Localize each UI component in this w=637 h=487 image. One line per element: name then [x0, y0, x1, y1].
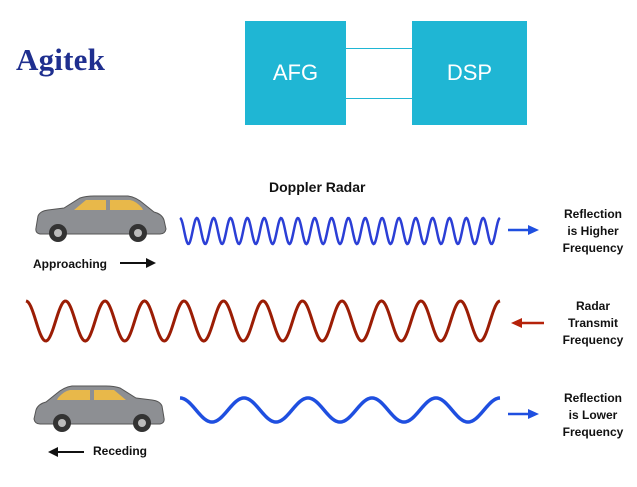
radar-transmit-label: Radar Transmit Frequency: [562, 299, 624, 347]
afg-label: AFG: [272, 60, 319, 85]
transmit-frequency-wave: [25, 299, 501, 343]
transmit-arrow-icon: [511, 318, 544, 328]
approaching-arrow-icon: [120, 258, 156, 268]
connector-line-bottom: [346, 98, 412, 99]
lower-frequency-arrow-icon: [508, 409, 539, 419]
doppler-radar-title: Doppler Radar: [269, 179, 366, 195]
approaching-caption: Approaching: [33, 257, 107, 271]
dsp-block: DSP: [412, 21, 527, 125]
receding-car-icon: [33, 385, 165, 432]
receding-arrow-icon: [48, 447, 84, 457]
dsp-label: DSP: [446, 60, 493, 85]
agitek-logo: Agitek: [16, 42, 106, 77]
afg-block: AFG: [245, 21, 346, 125]
reflection-higher-label: Reflection is Higher Frequency: [562, 207, 624, 255]
connector-line-top: [346, 48, 412, 49]
lower-frequency-wave: [179, 396, 501, 424]
higher-frequency-wave: [179, 216, 501, 246]
higher-frequency-arrow-icon: [508, 225, 539, 235]
receding-caption: Receding: [93, 444, 148, 458]
approaching-car-icon: [35, 195, 167, 242]
reflection-lower-label: Reflection is Lower Frequency: [562, 391, 624, 439]
